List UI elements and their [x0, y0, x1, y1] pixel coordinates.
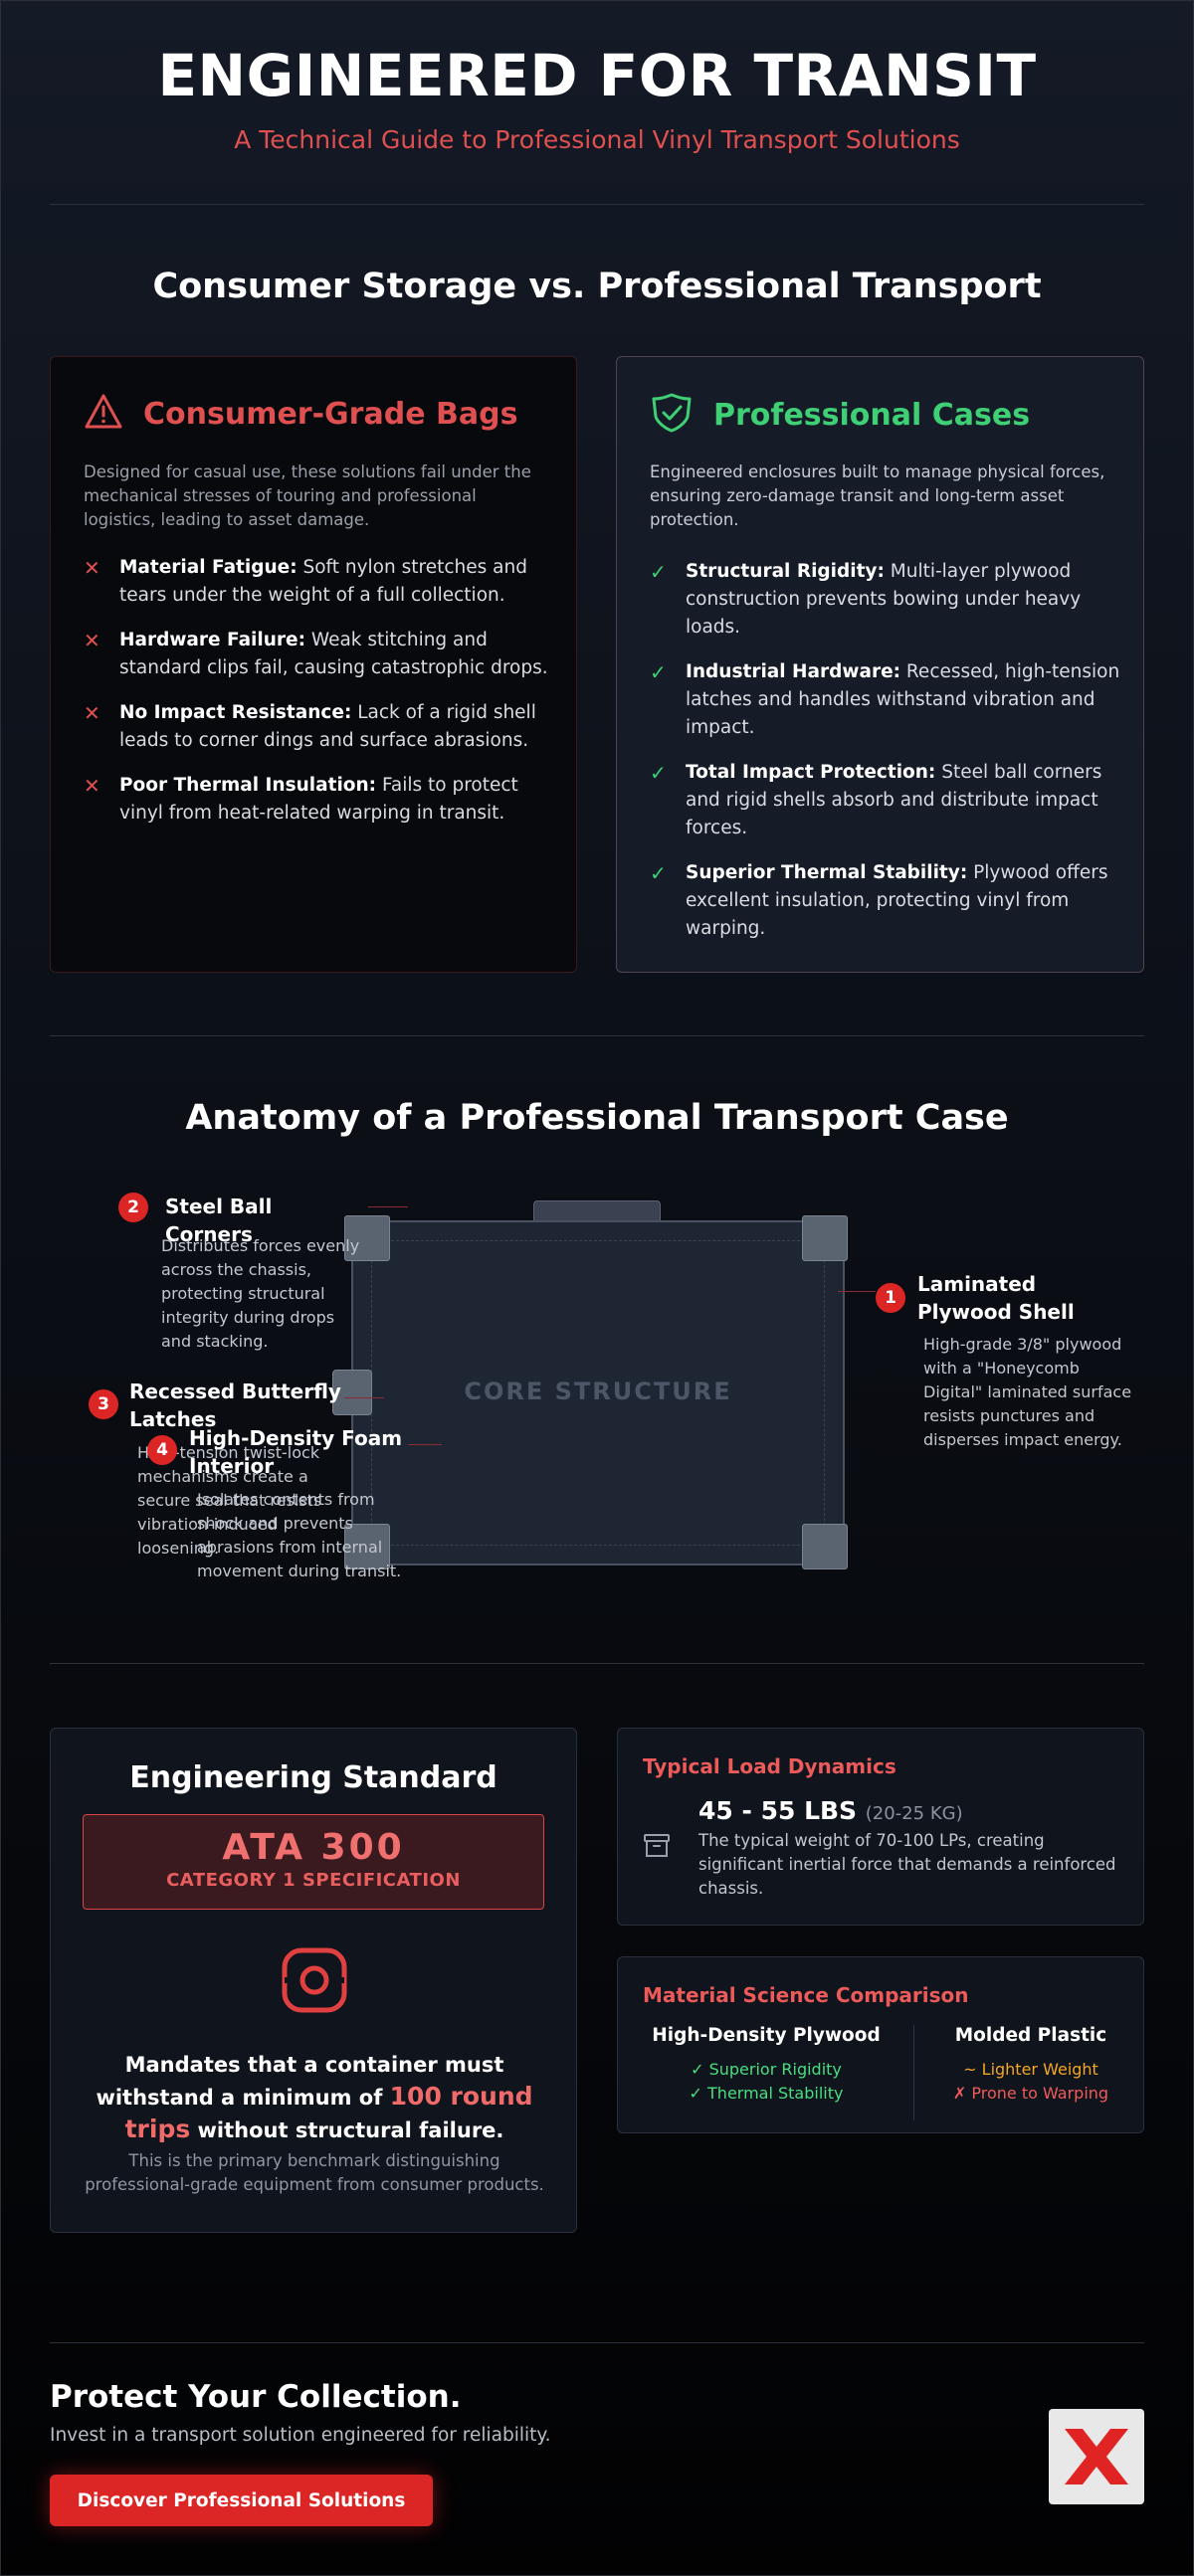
- load-value: 45 - 55 LBS (20-25 KG): [698, 1796, 963, 1825]
- part-description: High-grade 3/8" plywood with a "Honeycom…: [923, 1335, 1132, 1449]
- professional-card-title: Professional Cases: [713, 397, 1031, 433]
- ata-spec-sub: CATEGORY 1 SPECIFICATION: [166, 1870, 461, 1891]
- ata-spec-box: ATA 300 CATEGORY 1 SPECIFICATION: [83, 1814, 544, 1910]
- material-comparison-title: Material Science Comparison: [643, 1983, 969, 2007]
- check-mark-icon: ✓: [650, 560, 667, 584]
- list-item: ✓Total Impact Protection: Steel ball cor…: [650, 759, 1127, 842]
- part-description: Isolates contents from shock and prevent…: [197, 1490, 402, 1580]
- red-x-logo-icon: [1049, 2429, 1144, 2508]
- list-item: ✕No Impact Resistance: Lack of a rigid s…: [84, 699, 561, 755]
- divider: [50, 1035, 1144, 1036]
- page-subtitle: A Technical Guide to Professional Vinyl …: [234, 125, 960, 154]
- page-title: ENGINEERED FOR TRANSIT: [157, 42, 1037, 109]
- divider: [50, 204, 1144, 205]
- part-title: Laminated Plywood Shell: [917, 1272, 1075, 1324]
- divider: [50, 2342, 1144, 2343]
- part-title: High-Density Foam Interior: [189, 1426, 403, 1478]
- x-mark-icon: ✕: [84, 556, 100, 580]
- part-badge: 3: [89, 1389, 118, 1419]
- consumer-card: Consumer-Grade Bags Designed for casual …: [50, 356, 577, 973]
- column-separator: [913, 2025, 914, 2120]
- core-structure-label: CORE STRUCTURE: [464, 1378, 732, 1405]
- leader-line: [408, 1444, 442, 1445]
- part-title: Recessed Butterfly Latches: [129, 1380, 341, 1431]
- material-comparison-card: Material Science Comparison High-Density…: [617, 1956, 1144, 2133]
- engineering-standard-title: Engineering Standard: [129, 1760, 498, 1795]
- material-column-plastic: Molded Plastic ~ Lighter Weight ✗ Prone …: [952, 2025, 1109, 2103]
- x-mark-icon: ✕: [84, 629, 100, 652]
- steel-corner: [344, 1215, 390, 1261]
- list-item: ✓Structural Rigidity: Multi-layer plywoo…: [650, 558, 1127, 642]
- list-item: ✕Hardware Failure: Weak stitching and st…: [84, 627, 561, 682]
- consumer-card-title: Consumer-Grade Bags: [143, 396, 518, 432]
- standard-mandate: Mandates that a container must withstand…: [96, 2053, 533, 2143]
- divider: [50, 1663, 1144, 1664]
- consumer-card-description: Designed for casual use, these solutions…: [84, 462, 531, 529]
- part-badge: 2: [118, 1193, 148, 1222]
- load-dynamics-title: Typical Load Dynamics: [643, 1754, 896, 1778]
- x-mark-icon: ✕: [84, 701, 100, 725]
- part-description: High-tension twist-lock mechanisms creat…: [137, 1443, 322, 1558]
- shield-check-icon: [650, 393, 694, 437]
- list-item: ✕Material Fatigue: Soft nylon stretches …: [84, 554, 561, 610]
- list-item: ✓Superior Thermal Stability: Plywood off…: [650, 859, 1127, 943]
- leader-line: [368, 1206, 408, 1207]
- load-description: The typical weight of 70-100 LPs, creati…: [698, 1831, 1116, 1898]
- check-mark-icon: ✓: [650, 861, 667, 885]
- list-item: ✓Industrial Hardware: Recessed, high-ten…: [650, 658, 1127, 742]
- comparison-title: Consumer Storage vs. Professional Transp…: [152, 267, 1042, 306]
- anatomy-title: Anatomy of a Professional Transport Case: [185, 1098, 1009, 1138]
- list-item: ✕Poor Thermal Insulation: Fails to prote…: [84, 772, 561, 828]
- discover-solutions-button[interactable]: Discover Professional Solutions: [50, 2475, 433, 2526]
- part-badge: 1: [876, 1283, 905, 1313]
- cta-title: Protect Your Collection.: [50, 2379, 462, 2415]
- check-mark-icon: ✓: [650, 761, 667, 785]
- part-badge: 4: [147, 1435, 177, 1465]
- archive-box-icon: [643, 1833, 671, 1863]
- professional-feature-list: ✓Structural Rigidity: Multi-layer plywoo…: [650, 558, 1127, 960]
- engineering-standard-card: Engineering Standard ATA 300 CATEGORY 1 …: [50, 1728, 577, 2233]
- ata-spec-main: ATA 300: [222, 1827, 405, 1868]
- steel-corner: [802, 1524, 848, 1569]
- steel-corner: [344, 1524, 390, 1569]
- ring-badge-icon: [280, 1945, 349, 2019]
- standard-note: This is the primary benchmark distinguis…: [85, 2151, 544, 2194]
- part-description: Distributes forces evenly across the cha…: [161, 1236, 360, 1351]
- check-mark-icon: ✓: [650, 660, 667, 684]
- professional-card-description: Engineered enclosures built to manage ph…: [650, 462, 1105, 529]
- material-column-plywood: High-Density Plywood ✓ Superior Rigidity…: [652, 2025, 881, 2103]
- part-title: Steel Ball Corners: [165, 1195, 273, 1246]
- professional-card: Professional Cases Engineered enclosures…: [616, 356, 1144, 973]
- butterfly-latch: [332, 1370, 372, 1415]
- consumer-feature-list: ✕Material Fatigue: Soft nylon stretches …: [84, 554, 561, 844]
- steel-corner: [802, 1215, 848, 1261]
- load-dynamics-card: Typical Load Dynamics 45 - 55 LBS (20-25…: [617, 1728, 1144, 1926]
- case-diagram: [351, 1220, 845, 1565]
- brand-logo[interactable]: [1049, 2409, 1144, 2504]
- warning-triangle-icon: [84, 393, 123, 435]
- leader-line: [344, 1397, 384, 1398]
- x-mark-icon: ✕: [84, 774, 100, 798]
- case-handle: [533, 1200, 661, 1222]
- cta-subtitle: Invest in a transport solution engineere…: [50, 2425, 551, 2446]
- leader-line: [838, 1291, 876, 1292]
